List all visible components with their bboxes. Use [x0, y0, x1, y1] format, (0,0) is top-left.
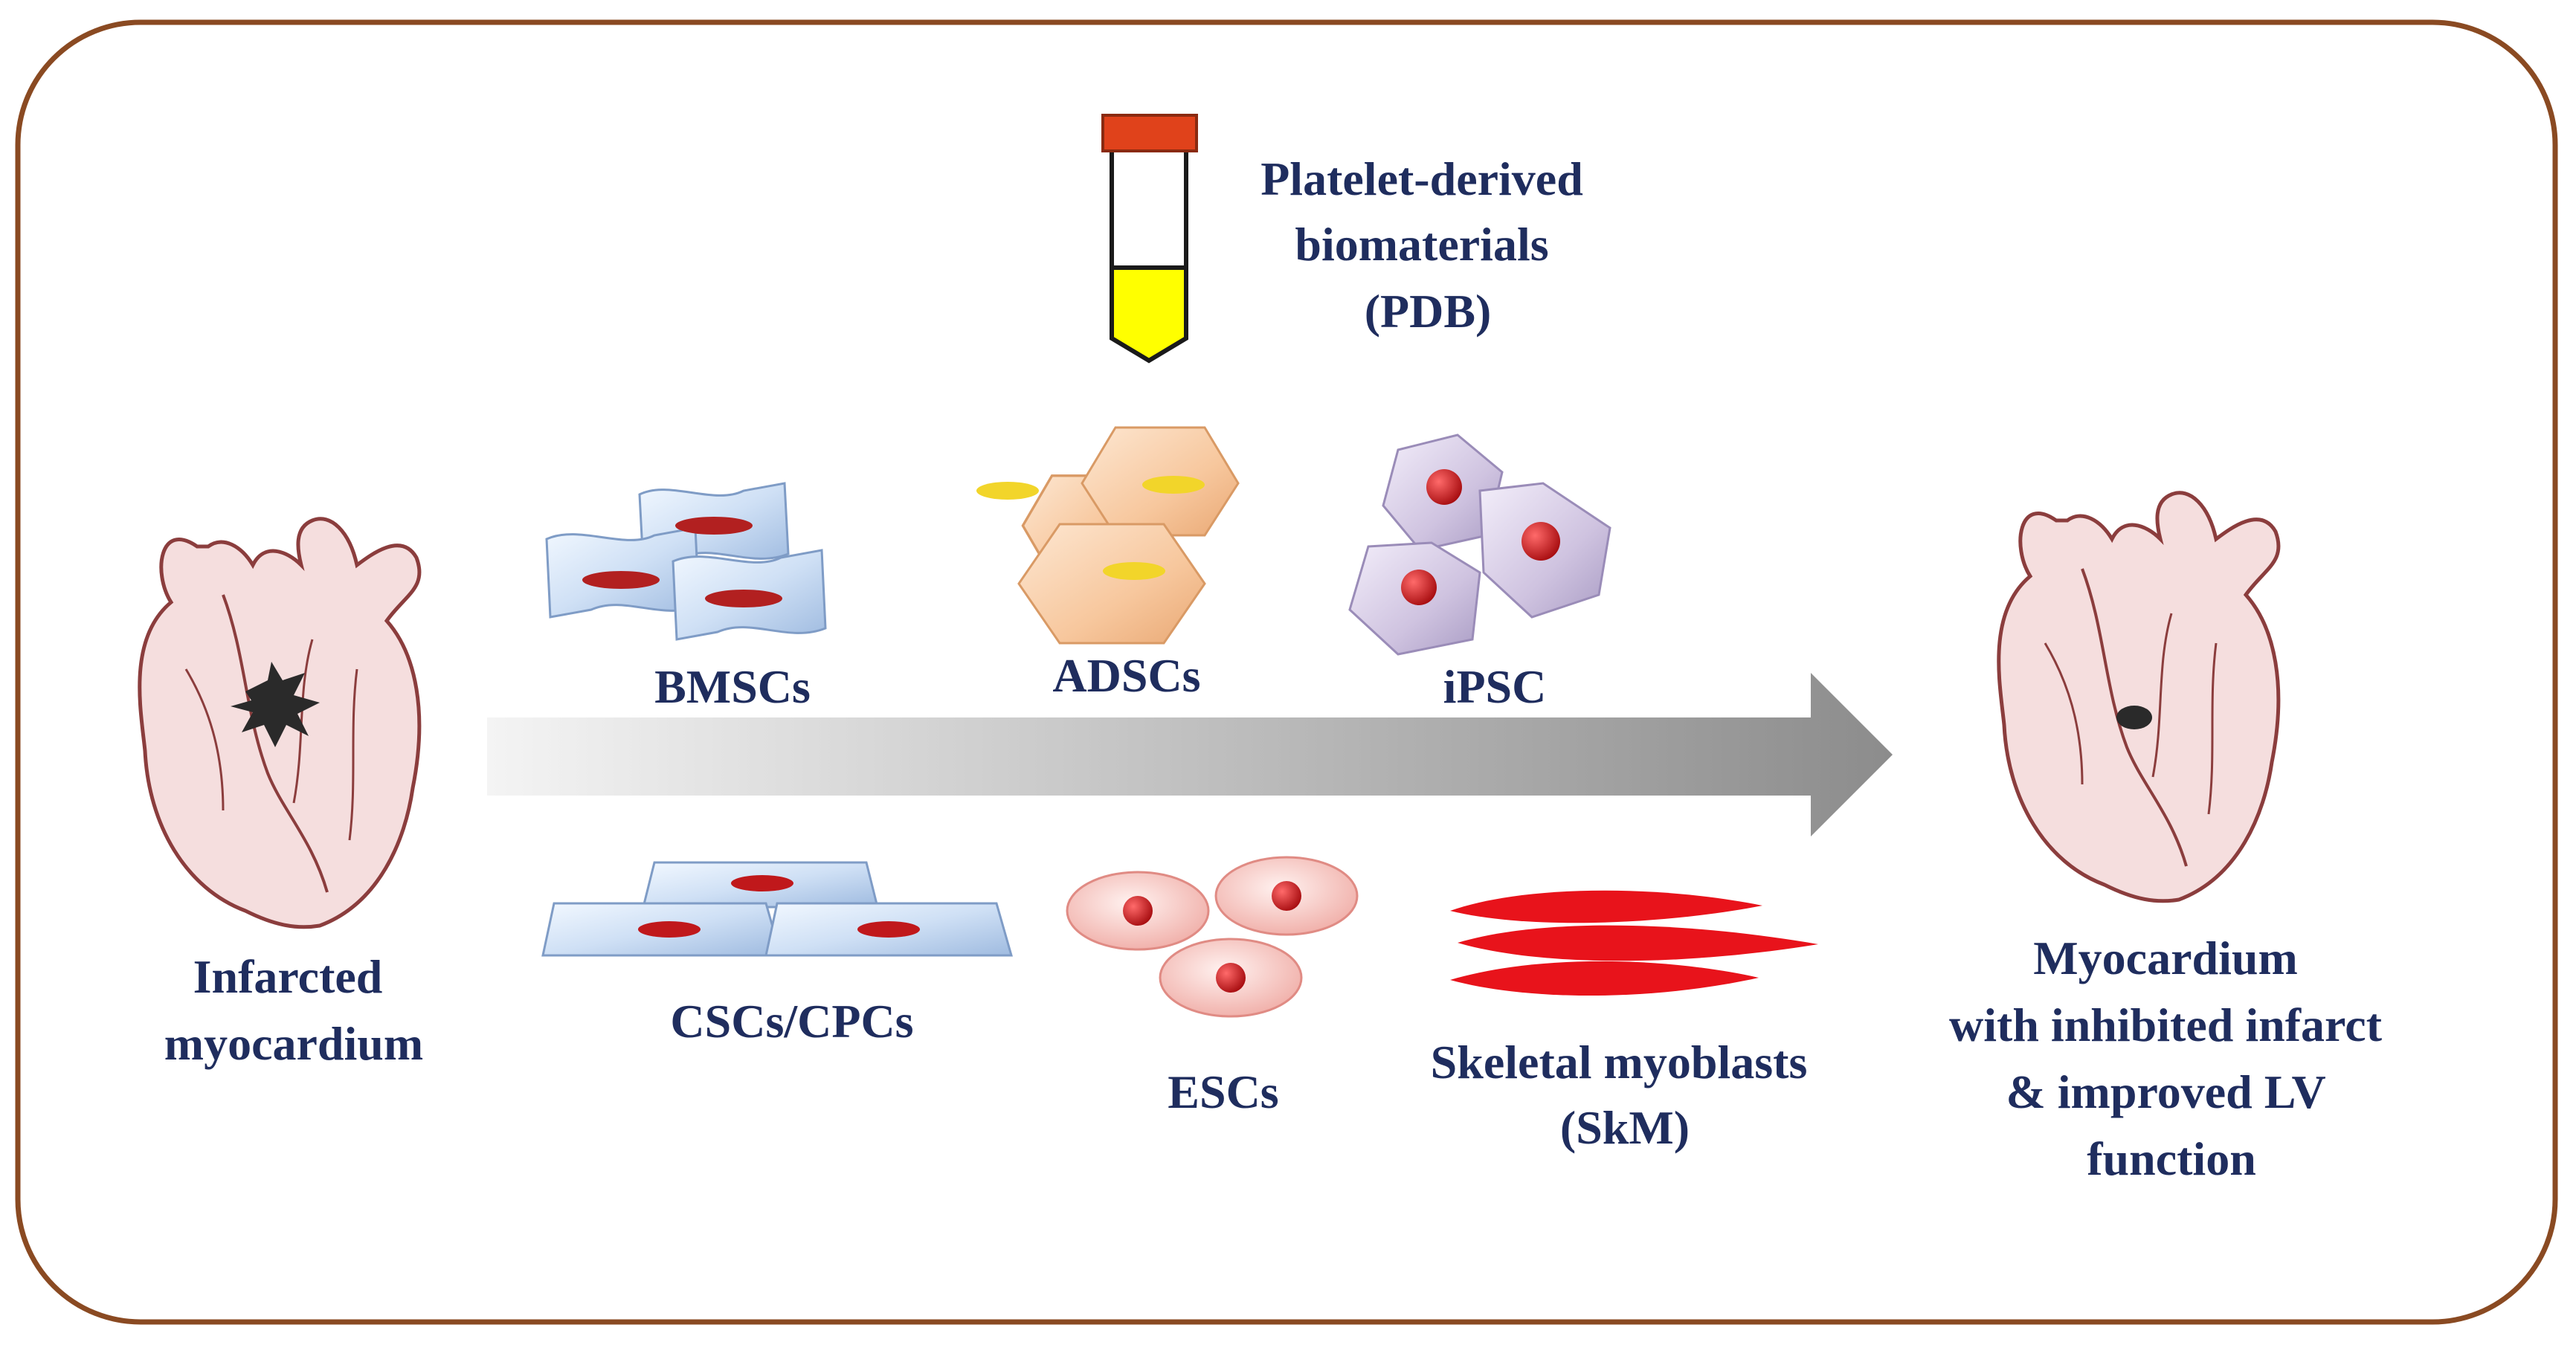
infarct-icon	[231, 662, 320, 747]
escs-cells-icon	[1066, 856, 1359, 1018]
diagram-frame	[15, 19, 2558, 1325]
ipsc-label: iPSC	[1443, 660, 1547, 713]
skm-label: Skeletal myoblasts (SkM)	[1431, 1036, 1820, 1154]
escs-label: ESCs	[1168, 1065, 1278, 1118]
infarcted-label: Infarcted myocardium	[164, 950, 423, 1070]
healed-heart-icon	[1997, 491, 2281, 903]
adscs-cells-icon	[976, 426, 1240, 645]
ipsc-cells-icon	[1348, 433, 1611, 656]
infarcted-heart-icon	[138, 517, 422, 929]
cscs-label: CSCs/CPCs	[670, 995, 913, 1048]
adscs-label: ADSCs	[1052, 649, 1200, 702]
skm-cells-icon	[1450, 890, 1818, 996]
bmscs-label: BMSCs	[654, 660, 811, 713]
outcome-label: Myocardium with inhibited infarct & impr…	[1949, 932, 2394, 1185]
cscs-cells-icon	[541, 861, 1013, 957]
test-tube-icon	[1101, 114, 1198, 364]
process-arrow	[487, 673, 1893, 836]
healed-infarct-icon	[2116, 706, 2152, 729]
pdb-label: Platelet-derived biomaterials (PDB)	[1260, 152, 1595, 338]
bmscs-cells-icon	[545, 482, 827, 641]
